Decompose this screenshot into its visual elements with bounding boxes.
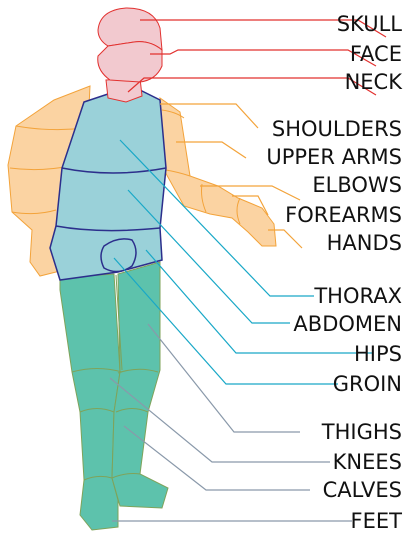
label-thighs: THIGHS bbox=[321, 420, 402, 444]
label-forearms: FOREARMS bbox=[285, 203, 402, 227]
label-thorax: THORAX bbox=[313, 284, 402, 308]
label-shoulders: SHOULDERS bbox=[272, 117, 402, 141]
leader-thighs bbox=[148, 324, 300, 432]
label-neck: NECK bbox=[345, 70, 404, 94]
label-knees: KNEES bbox=[333, 450, 402, 474]
body-figure bbox=[8, 8, 276, 530]
label-hands: HANDS bbox=[327, 231, 402, 255]
groin-shape bbox=[101, 239, 136, 272]
label-face: FACE bbox=[350, 42, 402, 66]
label-calves: CALVES bbox=[323, 478, 402, 502]
face-shape bbox=[98, 42, 162, 82]
leader-neck bbox=[128, 78, 376, 95]
labels: SKULL FACE NECK SHOULDERS UPPER ARMS ELB… bbox=[266, 12, 403, 533]
label-abdomen: ABDOMEN bbox=[293, 312, 402, 336]
right-leg bbox=[112, 262, 168, 508]
leader-face bbox=[150, 50, 376, 66]
label-upper-arms: UPPER ARMS bbox=[266, 145, 402, 169]
label-elbows: ELBOWS bbox=[312, 173, 402, 197]
label-groin: GROIN bbox=[333, 372, 402, 396]
left-leg bbox=[60, 274, 120, 530]
label-hips: HIPS bbox=[354, 342, 402, 366]
label-skull: SKULL bbox=[337, 12, 403, 36]
label-feet: FEET bbox=[351, 509, 403, 533]
